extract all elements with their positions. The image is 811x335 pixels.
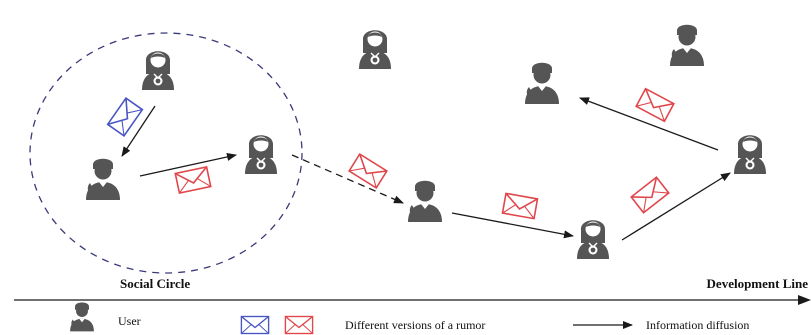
development-line-label: Development Line bbox=[707, 276, 809, 291]
envelope-icon-blue bbox=[106, 97, 144, 137]
legend-diffusion-label: Information diffusion bbox=[646, 318, 749, 332]
social-circle-boundary bbox=[29, 32, 303, 274]
legend-versions-label: Different versions of a rumor bbox=[345, 318, 485, 332]
user-male-icon bbox=[408, 180, 442, 222]
user-female-icon bbox=[244, 134, 278, 175]
diffusion-arrow bbox=[451, 212, 574, 239]
diffusion-arrow-dashed bbox=[291, 154, 404, 204]
diffusion-arrow bbox=[621, 172, 731, 241]
social-circle-label: Social Circle bbox=[120, 276, 190, 291]
diffusion-arrow bbox=[579, 97, 719, 151]
user-male-icon bbox=[525, 62, 559, 104]
envelope-icon-red bbox=[630, 176, 670, 214]
envelope-icon-red bbox=[284, 315, 314, 335]
user-female-icon bbox=[141, 50, 175, 91]
diffusion-arrow bbox=[121, 105, 156, 157]
envelope-icon-red bbox=[174, 166, 212, 194]
envelope-icon-red bbox=[501, 192, 539, 220]
envelope-icon-red bbox=[635, 87, 675, 123]
envelope-icon-red bbox=[348, 153, 388, 189]
user-male-icon bbox=[670, 24, 704, 66]
legend-user-label: User bbox=[118, 314, 141, 328]
user-male-icon bbox=[70, 302, 94, 332]
user-female-icon bbox=[576, 219, 610, 260]
user-male-icon bbox=[86, 158, 120, 200]
diffusion-arrow bbox=[139, 153, 237, 177]
user-female-icon bbox=[358, 29, 392, 70]
user-female-icon bbox=[733, 134, 767, 175]
envelope-icon-blue bbox=[240, 315, 270, 335]
